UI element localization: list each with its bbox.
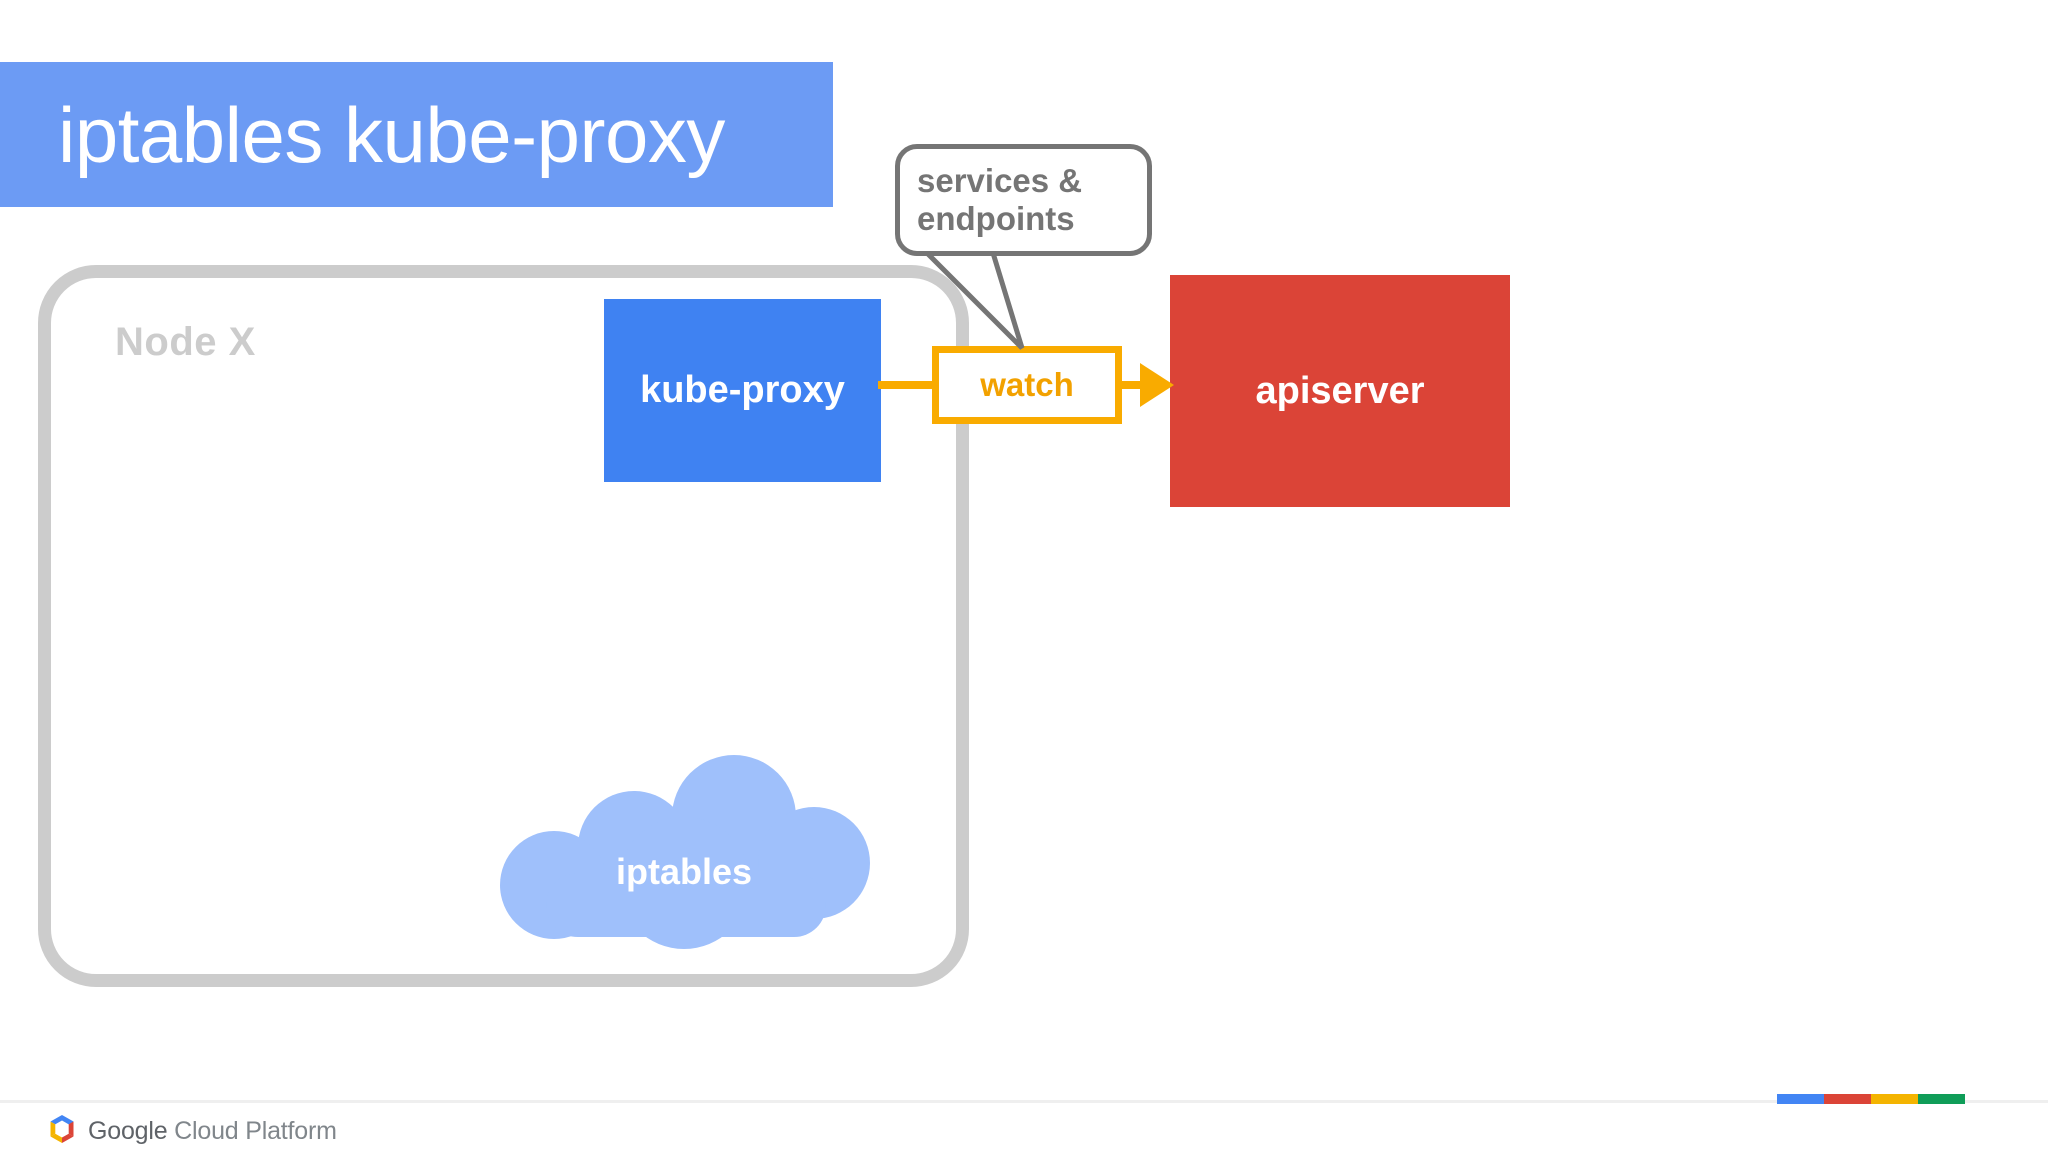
brand-color-bar xyxy=(1777,1094,1965,1104)
apiserver-label: apiserver xyxy=(1255,369,1425,412)
watch-to-apiserver-arrow-icon xyxy=(1140,363,1174,407)
color-bar-segment-red xyxy=(1824,1094,1871,1104)
iptables-cloud-shape: iptables xyxy=(484,755,884,952)
node-container xyxy=(38,265,969,987)
watch-to-apiserver-line xyxy=(1118,381,1146,389)
color-bar-segment-green xyxy=(1918,1094,1965,1104)
page-title: iptables kube-proxy xyxy=(58,90,725,179)
callout-bubble: services & endpoints xyxy=(895,144,1152,256)
google-cloud-platform-logo: Google Cloud Platform xyxy=(45,1112,337,1151)
logo-brand: Google xyxy=(88,1117,168,1145)
watch-label: watch xyxy=(980,366,1074,403)
callout-text: services & endpoints xyxy=(917,162,1083,237)
google-cloud-hexagon-icon xyxy=(45,1112,79,1151)
kube-proxy-to-watch-line xyxy=(878,381,936,389)
title-bar: iptables kube-proxy xyxy=(0,62,833,207)
apiserver-box: apiserver xyxy=(1170,275,1510,507)
footer-divider xyxy=(0,1100,2048,1103)
google-cloud-platform-wordmark: Google Cloud Platform xyxy=(88,1117,337,1146)
color-bar-segment-yellow xyxy=(1871,1094,1918,1104)
watch-box: watch xyxy=(932,346,1122,424)
color-bar-segment-blue xyxy=(1777,1094,1824,1104)
kube-proxy-box: kube-proxy xyxy=(604,299,881,482)
iptables-label: iptables xyxy=(615,851,753,892)
logo-product: Cloud Platform xyxy=(174,1117,337,1145)
node-label: Node X xyxy=(115,320,256,364)
kube-proxy-label: kube-proxy xyxy=(640,369,845,411)
